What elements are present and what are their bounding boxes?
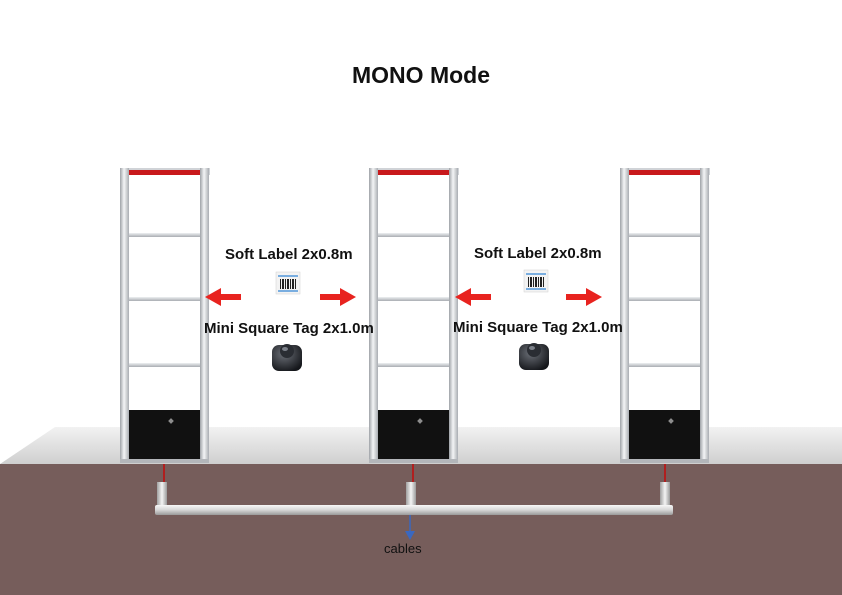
zone-1-soft-label-range: Soft Label 2x0.8m bbox=[225, 246, 353, 263]
zone-2-mini-tag-range: Mini Square Tag 2x1.0m bbox=[453, 319, 623, 336]
cable-arrowhead-icon bbox=[405, 531, 415, 540]
cable-riser-left bbox=[157, 482, 167, 510]
zone-2-soft-label-range: Soft Label 2x0.8m bbox=[474, 245, 602, 262]
cables-label: cables bbox=[384, 541, 422, 556]
antenna-pedestal-left bbox=[120, 168, 210, 463]
arrow-right-icon bbox=[320, 288, 356, 306]
antenna-pedestal-center bbox=[369, 168, 459, 463]
cable-pipe bbox=[155, 505, 673, 515]
diagram-title: MONO Mode bbox=[352, 62, 490, 88]
cable-riser-right bbox=[660, 482, 670, 510]
floor bbox=[0, 464, 842, 595]
cable-riser-center bbox=[406, 482, 416, 510]
mini-square-tag-icon bbox=[519, 343, 549, 370]
antenna-pedestal-right bbox=[620, 168, 710, 463]
arrow-left-icon bbox=[205, 288, 241, 306]
wire-left bbox=[163, 464, 165, 484]
wire-center bbox=[412, 464, 414, 484]
mini-square-tag-icon bbox=[272, 344, 302, 371]
arrow-right-icon bbox=[566, 288, 602, 306]
wire-right bbox=[664, 464, 666, 484]
arrow-left-icon bbox=[455, 288, 491, 306]
zone-1-mini-tag-range: Mini Square Tag 2x1.0m bbox=[204, 320, 374, 337]
soft-label-icon bbox=[275, 271, 301, 295]
soft-label-icon bbox=[523, 269, 549, 293]
